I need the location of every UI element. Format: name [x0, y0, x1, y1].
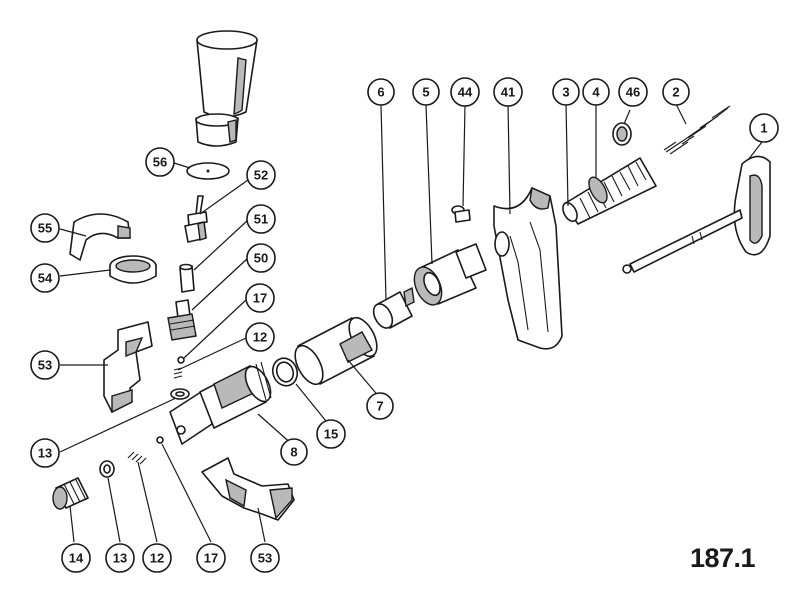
part-color-cup [195, 30, 258, 147]
part-50-fitting [167, 299, 197, 341]
part-13-washer-lower [99, 460, 115, 478]
svg-text:1: 1 [760, 121, 767, 136]
callout-56: 56 [145, 147, 175, 177]
part-17-ball-lower [156, 436, 164, 444]
callout-53-left: 53 [30, 350, 60, 380]
svg-text:54: 54 [38, 271, 53, 286]
svg-text:14: 14 [69, 551, 84, 566]
callout-2: 2 [662, 78, 690, 106]
callout-4: 4 [582, 78, 610, 106]
svg-text:13: 13 [113, 551, 127, 566]
part-44-screw [451, 205, 471, 223]
callout-6: 6 [367, 78, 395, 106]
svg-text:8: 8 [290, 445, 297, 460]
part-13-washer-upper [170, 388, 190, 400]
callout-15: 15 [316, 419, 346, 449]
svg-text:50: 50 [254, 251, 268, 266]
svg-text:46: 46 [626, 85, 640, 100]
part-14-knurled-nut [52, 477, 89, 510]
callout-52: 52 [246, 160, 276, 190]
part-46-ring [612, 122, 632, 146]
svg-text:2: 2 [672, 85, 679, 100]
figure-number: 187.1 [690, 543, 756, 573]
svg-text:7: 7 [376, 399, 383, 414]
svg-text:56: 56 [153, 155, 167, 170]
svg-text:55: 55 [38, 221, 52, 236]
svg-text:44: 44 [458, 85, 473, 100]
svg-text:12: 12 [150, 551, 164, 566]
svg-text:52: 52 [254, 168, 268, 183]
part-12-spring-lower [127, 451, 147, 465]
part-5-nut [413, 243, 487, 306]
callout-55: 55 [30, 213, 60, 243]
part-17-ball-upper [177, 356, 185, 364]
part-56-disc [186, 162, 230, 180]
part-7-sleeve [294, 316, 378, 386]
svg-text:17: 17 [204, 551, 218, 566]
svg-text:4: 4 [592, 85, 600, 100]
part-53-bracket-left [103, 321, 153, 414]
svg-text:17: 17 [253, 291, 267, 306]
part-52-valve [184, 195, 208, 243]
callout-8: 8 [280, 438, 308, 466]
svg-text:41: 41 [501, 85, 515, 100]
svg-text:5: 5 [422, 85, 429, 100]
part-53-bracket-lower [201, 457, 295, 521]
part-8-body [169, 361, 272, 445]
callout-12-upper: 12 [245, 322, 275, 352]
svg-text:53: 53 [38, 358, 52, 373]
callout-17-bottom: 17 [196, 543, 226, 573]
callout-1: 1 [749, 113, 779, 143]
callout-50: 50 [246, 243, 276, 273]
part-41-handle [493, 186, 563, 350]
callout-14: 14 [61, 543, 91, 573]
callout-13-left: 13 [30, 438, 60, 468]
svg-text:15: 15 [324, 427, 338, 442]
callout-54: 54 [30, 263, 60, 293]
part-15-oring [271, 357, 299, 387]
svg-text:12: 12 [253, 330, 267, 345]
callout-46: 46 [618, 77, 648, 107]
svg-text:3: 3 [562, 85, 569, 100]
svg-text:13: 13 [38, 446, 52, 461]
part-54-ring [109, 255, 157, 284]
callout-13-bottom: 13 [105, 543, 135, 573]
part-1-trigger [622, 155, 771, 274]
svg-text:51: 51 [254, 212, 268, 227]
callout-41: 41 [493, 77, 523, 107]
callout-3: 3 [552, 78, 580, 106]
part-51-tube [179, 263, 195, 293]
svg-text:6: 6 [377, 85, 384, 100]
part-3-4-valve-stem [562, 157, 657, 225]
callout-17-upper: 17 [245, 283, 275, 313]
callout-44: 44 [450, 77, 480, 107]
part-55-clip [69, 213, 131, 261]
callout-51: 51 [246, 204, 276, 234]
part-6-connector [372, 286, 415, 329]
part-2-spring [663, 105, 731, 155]
callout-5: 5 [412, 78, 440, 106]
callout-12-bottom: 12 [142, 543, 172, 573]
callout-7: 7 [366, 392, 394, 420]
callout-53-bottom: 53 [250, 543, 280, 573]
svg-text:53: 53 [258, 551, 272, 566]
